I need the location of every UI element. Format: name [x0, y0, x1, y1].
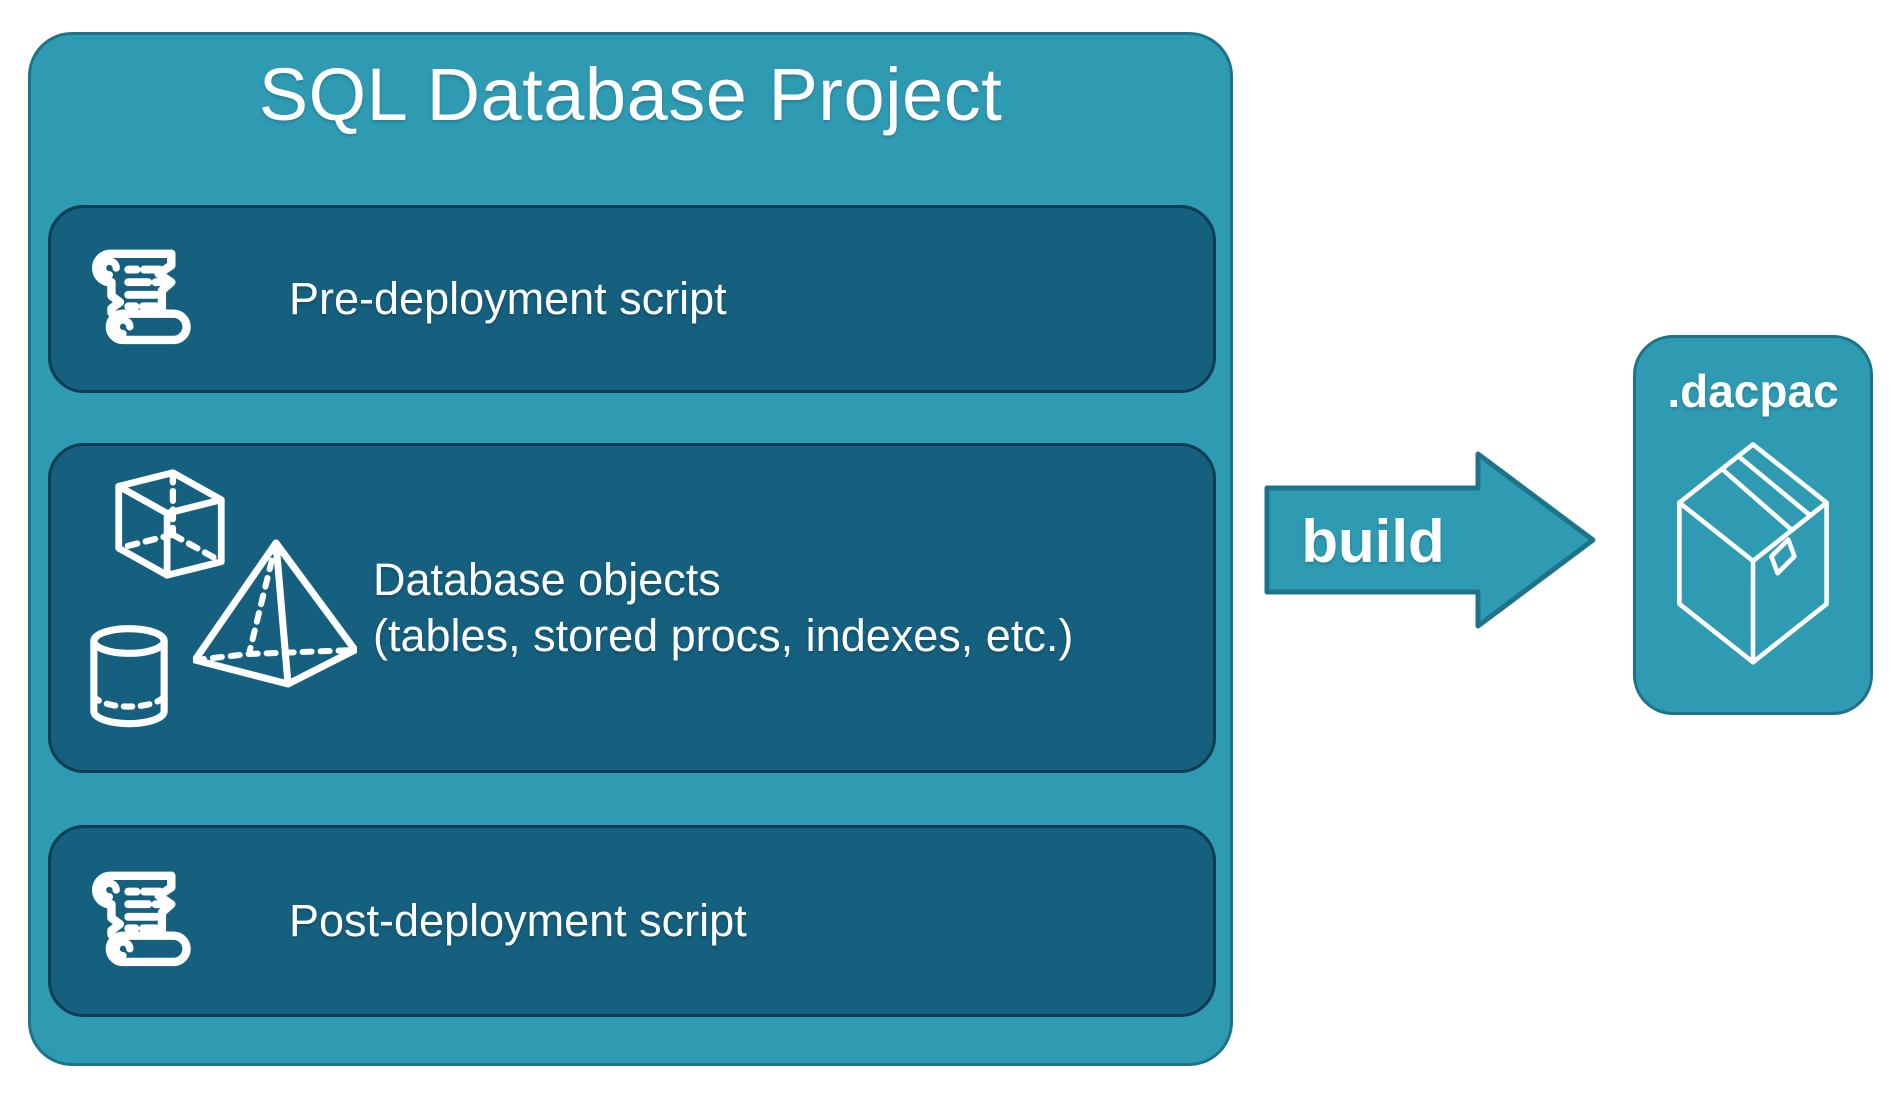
pre-deployment-panel: Pre-deployment script [48, 205, 1216, 393]
dacpac-container: .dacpac [1633, 335, 1873, 715]
scroll-icon [81, 858, 207, 984]
database-objects-sublabel: (tables, stored procs, indexes, etc.) [373, 610, 1074, 661]
dacpac-title: .dacpac [1667, 365, 1839, 417]
build-arrow: build [1263, 448, 1599, 634]
cylinder-icon [90, 625, 168, 728]
database-objects-icons [81, 458, 357, 758]
cube-icon [115, 469, 225, 579]
pre-deployment-label: Pre-deployment script [289, 273, 727, 324]
package-icon [1661, 432, 1845, 670]
post-deployment-panel: Post-deployment script [48, 825, 1216, 1017]
pyramid-icon [193, 539, 357, 688]
database-objects-label: Database objects [373, 554, 721, 605]
scroll-icon [81, 236, 207, 362]
database-objects-panel: Database objects (tables, stored procs, … [48, 443, 1216, 773]
project-title: SQL Database Project [258, 53, 1003, 136]
build-label: build [1301, 507, 1445, 575]
post-deployment-label: Post-deployment script [289, 895, 747, 946]
arrow-shape [1264, 451, 1596, 629]
